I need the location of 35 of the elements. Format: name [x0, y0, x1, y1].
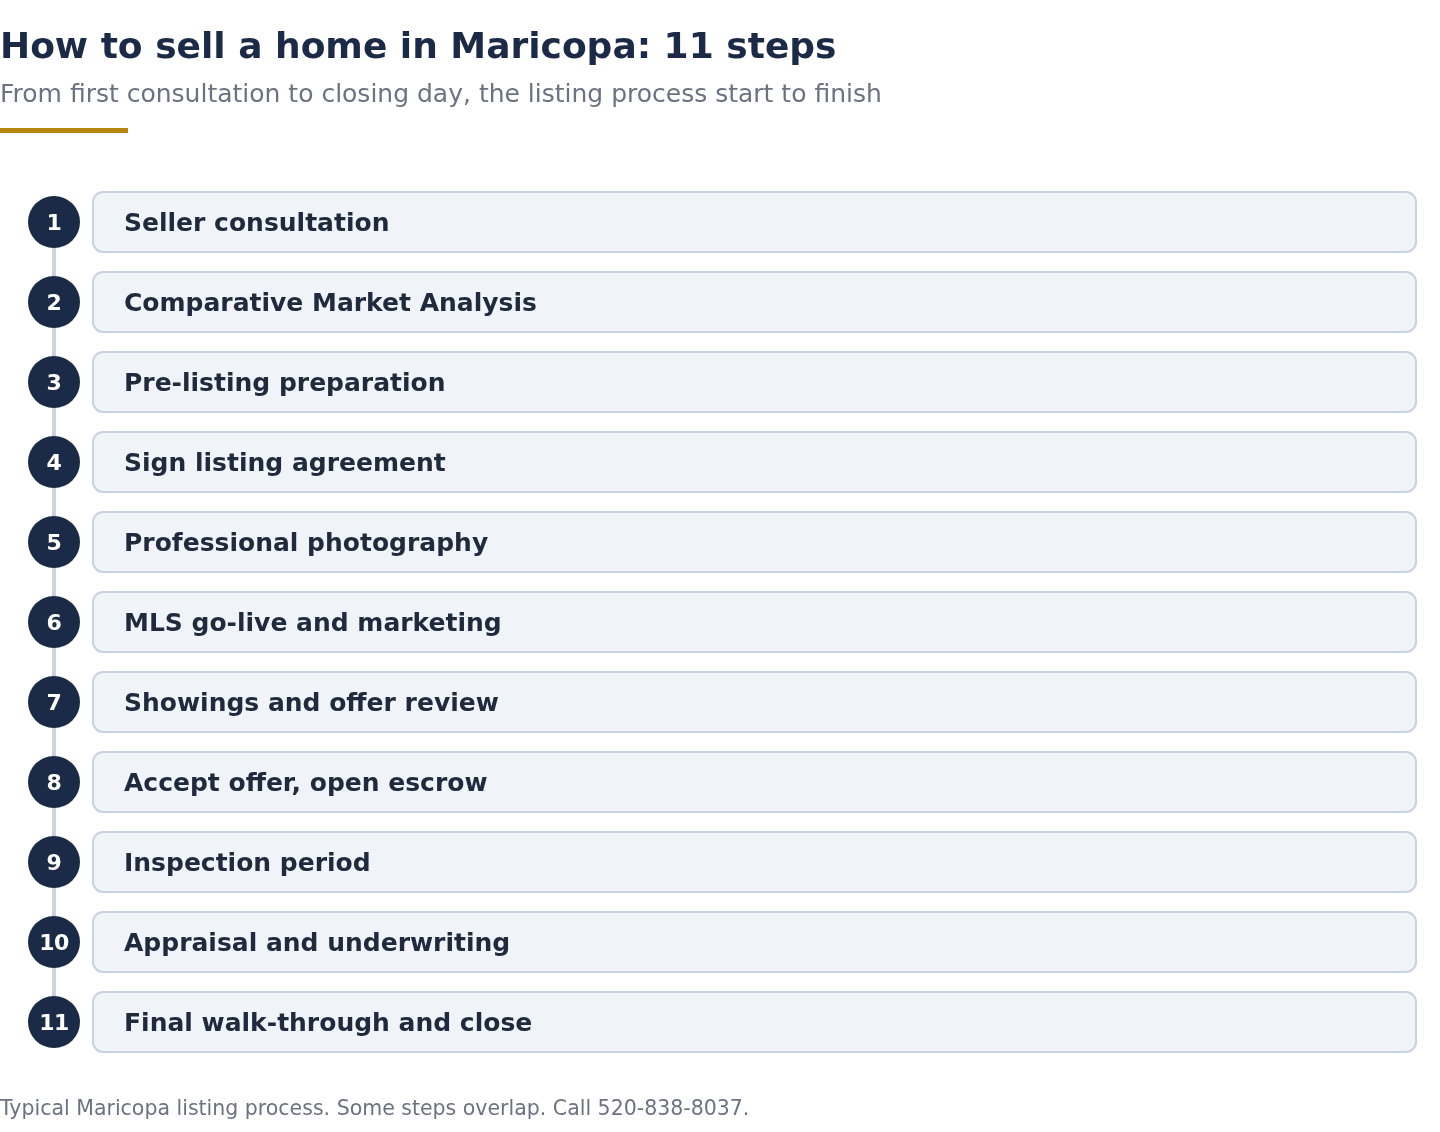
- step-card: Sign listing agreement: [92, 431, 1417, 493]
- step-card: Seller consultation: [92, 191, 1417, 253]
- footnote: Typical Maricopa listing process. Some steps overlap. Call 520-838-8037.: [0, 1095, 750, 1121]
- step-card: Showings and offer review: [92, 671, 1417, 733]
- step-card: MLS go-live and marketing: [92, 591, 1417, 653]
- step-number: 9: [28, 836, 80, 888]
- step-card: Professional photography: [92, 511, 1417, 573]
- connector-line: [52, 328, 56, 356]
- step-card: Accept offer, open escrow: [92, 751, 1417, 813]
- connector-line: [52, 888, 56, 916]
- step-number: 2: [28, 276, 80, 328]
- connector-line: [52, 728, 56, 756]
- connector-line: [52, 808, 56, 836]
- step-number: 8: [28, 756, 80, 808]
- connector-line: [52, 568, 56, 596]
- step-card: Appraisal and underwriting: [92, 911, 1417, 973]
- step-number: 7: [28, 676, 80, 728]
- step-number: 6: [28, 596, 80, 648]
- step-card: Final walk-through and close: [92, 991, 1417, 1053]
- step-card: Inspection period: [92, 831, 1417, 893]
- step-number: 10: [28, 916, 80, 968]
- connector-line: [52, 488, 56, 516]
- step-number: 11: [28, 996, 80, 1048]
- connector-line: [52, 408, 56, 436]
- step-card: Comparative Market Analysis: [92, 271, 1417, 333]
- step-number: 1: [28, 196, 80, 248]
- step-card: Pre-listing preparation: [92, 351, 1417, 413]
- connector-line: [52, 648, 56, 676]
- title: How to sell a home in Maricopa: 11 steps: [0, 24, 837, 68]
- step-number: 5: [28, 516, 80, 568]
- step-number: 3: [28, 356, 80, 408]
- connector-line: [52, 248, 56, 276]
- subtitle: From first consultation to closing day, the listing process start to finish: [0, 78, 882, 110]
- connector-line: [52, 968, 56, 996]
- step-number: 4: [28, 436, 80, 488]
